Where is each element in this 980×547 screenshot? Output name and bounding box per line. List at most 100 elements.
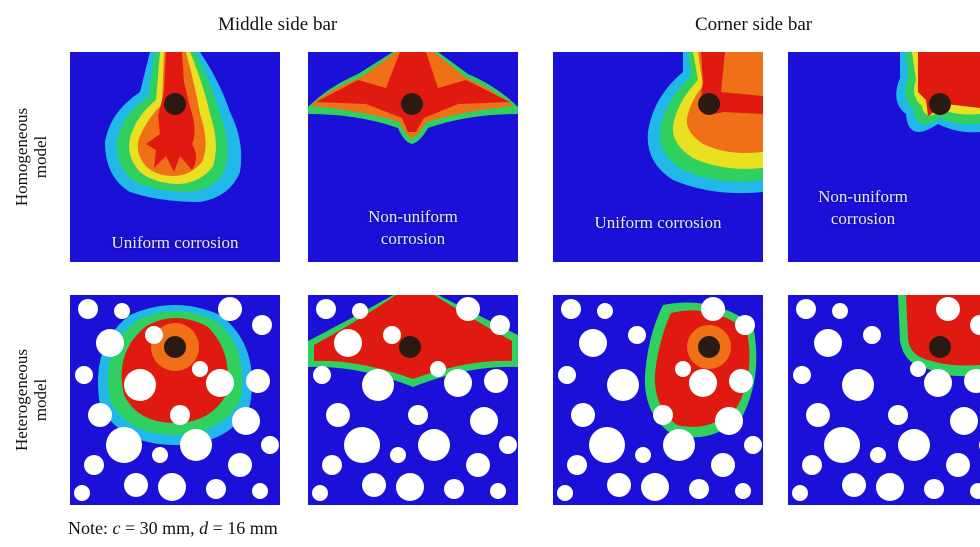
aggregate-particle: [444, 479, 464, 499]
note-c-symbol: c: [112, 518, 121, 538]
aggregate-particle: [334, 329, 362, 357]
aggregate-particle: [228, 453, 252, 477]
aggregate-particle: [735, 483, 751, 499]
aggregate-particle: [170, 405, 190, 425]
panel-heterogeneous-middle-nonuniform: [308, 295, 518, 505]
aggregate-particle: [589, 427, 625, 463]
aggregate-particle: [876, 473, 904, 501]
aggregate-particle: [715, 407, 743, 435]
aggregate-particle: [261, 436, 279, 454]
column-title-middle-side-bar: Middle side bar: [218, 14, 338, 35]
aggregate-particle: [74, 485, 90, 501]
aggregate-particle: [316, 299, 336, 319]
panel-homogeneous-middle-uniform: [70, 52, 280, 262]
aggregate-particle: [567, 455, 587, 475]
aggregate-particle: [910, 361, 926, 377]
aggregate-particle: [607, 473, 631, 497]
row-label-line1: Heterogeneous: [12, 349, 31, 451]
aggregate-particle: [558, 366, 576, 384]
aggregate-particle: [383, 326, 401, 344]
aggregate-particle: [106, 427, 142, 463]
aggregate-particle: [888, 405, 908, 425]
aggregate-particle: [863, 326, 881, 344]
row-label-line2: model: [31, 135, 50, 179]
aggregate-particle: [792, 485, 808, 501]
damage-contour: [788, 295, 980, 505]
aggregate-particle: [124, 369, 156, 401]
aggregate-particle: [607, 369, 639, 401]
aggregate-particle: [352, 303, 368, 319]
row-label-line1: Homogeneous: [12, 107, 31, 207]
aggregate-particle: [430, 361, 446, 377]
aggregate-particle: [571, 403, 595, 427]
damage-contour: [553, 295, 763, 505]
column-title-corner-side-bar: Corner side bar: [695, 14, 813, 35]
aggregate-particle: [802, 455, 822, 475]
note-prefix: Note:: [68, 518, 113, 538]
aggregate-particle: [96, 329, 124, 357]
aggregate-particle: [312, 485, 328, 501]
damage-contour: [788, 52, 980, 262]
aggregate-particle: [152, 447, 168, 463]
panel-homogeneous-middle-nonuniform: [308, 52, 518, 262]
aggregate-particle: [344, 427, 380, 463]
aggregate-particle: [806, 403, 830, 427]
aggregate-particle: [78, 299, 98, 319]
aggregate-particle: [252, 483, 268, 499]
aggregate-particle: [842, 473, 866, 497]
aggregate-particle: [701, 297, 725, 321]
aggregate-particle: [842, 369, 874, 401]
aggregate-particle: [936, 297, 960, 321]
aggregate-particle: [484, 369, 508, 393]
aggregate-particle: [635, 447, 651, 463]
aggregate-particle: [675, 361, 691, 377]
caption-line2: corrosion: [380, 229, 446, 248]
aggregate-particle: [946, 453, 970, 477]
damage-contour: [308, 295, 518, 505]
panel-heterogeneous-corner-nonuniform: [788, 295, 980, 505]
aggregate-particle: [561, 299, 581, 319]
aggregate-particle: [390, 447, 406, 463]
aggregate-particle: [192, 361, 208, 377]
aggregate-particle: [924, 369, 952, 397]
aggregate-particle: [206, 479, 226, 499]
aggregate-particle: [796, 299, 816, 319]
aggregate-particle: [814, 329, 842, 357]
note-c-value: = 30 mm,: [120, 518, 200, 538]
aggregate-particle: [641, 473, 669, 501]
panel-heterogeneous-corner-uniform: [553, 295, 763, 505]
aggregate-particle: [218, 297, 242, 321]
aggregate-particle: [729, 369, 753, 393]
note-d-value: = 16 mm: [208, 518, 278, 538]
aggregate-particle: [557, 485, 573, 501]
aggregate-particle: [499, 436, 517, 454]
aggregate-particle: [832, 303, 848, 319]
aggregate-particle: [362, 473, 386, 497]
aggregate-particle: [114, 303, 130, 319]
aggregate-particle: [88, 403, 112, 427]
aggregate-particle: [663, 429, 695, 461]
aggregate-particle: [793, 366, 811, 384]
aggregate-particle: [653, 405, 673, 425]
aggregate-particle: [579, 329, 607, 357]
damage-contour: [70, 295, 280, 505]
aggregate-particle: [597, 303, 613, 319]
caption-line1: Non-uniform: [818, 187, 908, 206]
aggregate-particle: [735, 315, 755, 335]
panel-heterogeneous-middle-uniform: [70, 295, 280, 505]
caption-uniform-corrosion: Uniform corrosion: [111, 233, 239, 252]
aggregate-particle: [232, 407, 260, 435]
aggregate-particle: [444, 369, 472, 397]
damage-contour: [553, 52, 763, 262]
aggregate-particle: [206, 369, 234, 397]
aggregate-particle: [408, 405, 428, 425]
aggregate-particle: [362, 369, 394, 401]
note-d-symbol: d: [199, 518, 209, 538]
aggregate-particle: [711, 453, 735, 477]
aggregate-particle: [490, 315, 510, 335]
aggregate-particle: [124, 473, 148, 497]
aggregate-particle: [970, 483, 980, 499]
